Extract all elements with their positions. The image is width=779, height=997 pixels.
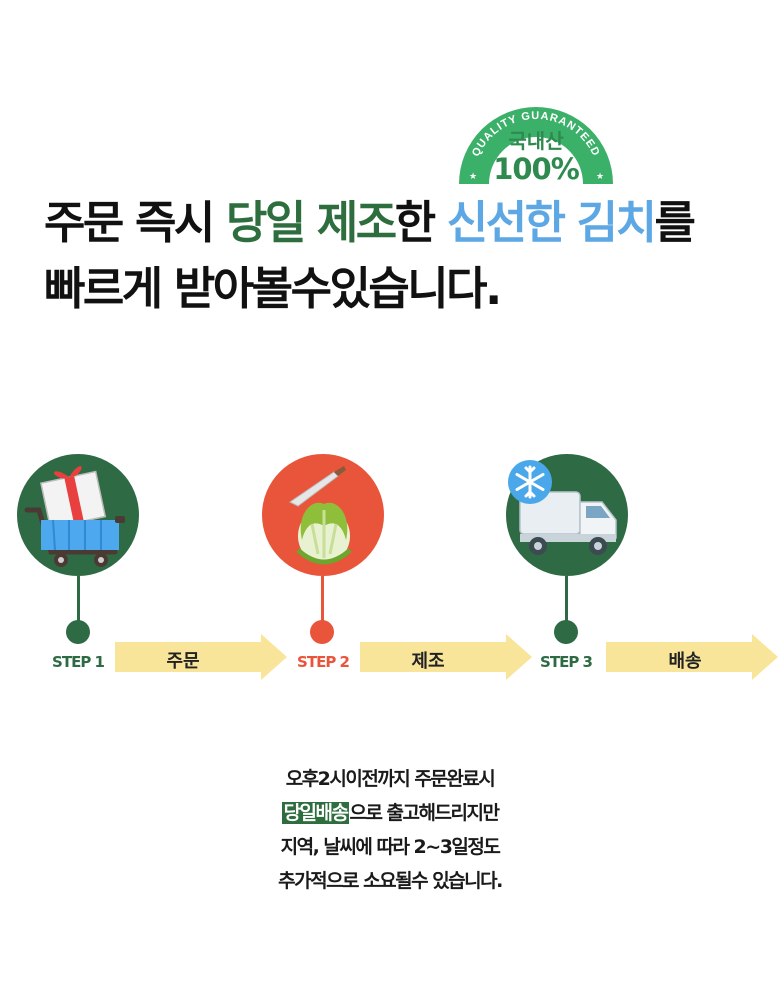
step-2-dot <box>310 620 334 644</box>
step-2-action: 제조 <box>411 651 445 672</box>
step-2-arrow <box>360 634 532 680</box>
note-line-3: 지역, 날씨에 따라 2~3일정도 <box>280 836 501 858</box>
step-3-action: 배송 <box>668 651 702 672</box>
step-1-circle <box>17 454 139 576</box>
step-2-circle <box>262 454 384 576</box>
step-1-action: 주문 <box>166 651 200 672</box>
step-1-dot <box>66 620 90 644</box>
step-3-label: STEP 3 <box>540 653 593 671</box>
headline-blue-highlight: 신선한 김치 <box>446 196 657 249</box>
headline-line-2: 빠르게 받아볼수있습니다. <box>44 262 502 315</box>
order-process-steps: STEP 1 주문 STEP 2 제조 <box>0 440 779 700</box>
step-1-label: STEP 1 <box>52 653 105 671</box>
step-2-label: STEP 2 <box>297 653 350 671</box>
step-3-arrow <box>606 634 778 680</box>
step-3-stem <box>565 576 568 632</box>
step-3-dot <box>554 620 578 644</box>
note-line-1: 오후2시이전까지 주문완료시 <box>285 768 496 790</box>
headline-green-highlight: 당일 제조 <box>225 196 397 249</box>
badge-origin: 국내산 <box>508 129 564 153</box>
same-day-delivery-highlight: 당일배송 <box>281 802 350 824</box>
shopping-cart-gift-icon <box>24 466 125 567</box>
cabbage-knife-icon <box>289 466 352 565</box>
headline: 주문 즉시 당일 제조한 신선한 김치를 빠르게 받아볼수있습니다. <box>44 190 764 322</box>
star-icon: ★ <box>469 172 477 182</box>
badge-percent: 100% <box>493 152 580 184</box>
step-1-stem <box>77 576 80 632</box>
star-icon: ★ <box>596 172 604 182</box>
quality-guaranteed-badge: QUALITY GUARANTEED ★ ★ 국내산 100% <box>459 107 613 184</box>
snowflake-icon <box>508 460 552 504</box>
note-line-4: 추가적으로 소요될수 있습니다. <box>278 870 503 892</box>
step-1-arrow <box>115 634 287 680</box>
headline-line-1: 주문 즉시 당일 제조한 신선한 김치를 <box>44 196 696 249</box>
step-2-stem <box>321 576 324 632</box>
